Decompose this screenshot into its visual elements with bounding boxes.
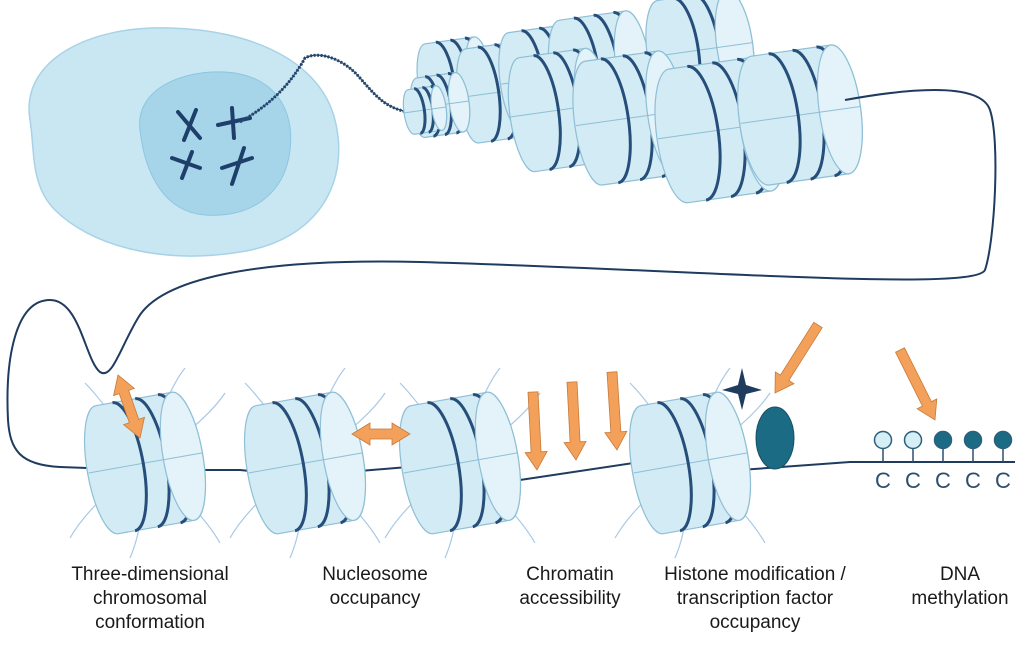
arrow-accessibility-1 xyxy=(524,391,548,471)
label-chromatin-accessibility: Chromatin accessibility xyxy=(519,564,621,609)
cpg-letter: C xyxy=(965,468,981,493)
nucleosome-face-seam xyxy=(323,452,363,461)
cpg-letter: C xyxy=(905,468,921,493)
arrow-accessibility-3 xyxy=(604,371,628,451)
cpg-site: C xyxy=(993,430,1013,493)
compacted-chromatin xyxy=(402,0,863,204)
cpg-letter: C xyxy=(935,468,951,493)
dna-wrap xyxy=(272,401,308,533)
arrow-shape xyxy=(113,374,145,439)
cpg-letter: C xyxy=(995,468,1011,493)
nucleosome xyxy=(398,391,522,535)
dna-wrap xyxy=(477,45,502,143)
label-histone-modification: Histone modification / transcription fac… xyxy=(664,564,846,633)
arrow-shape xyxy=(604,371,628,451)
methyl-filled-circle-icon xyxy=(963,430,983,450)
dna-wrap xyxy=(600,57,632,185)
arrow-dna-methylation xyxy=(894,347,938,421)
arrow-shape xyxy=(351,422,411,446)
nucleosome-face-seam xyxy=(708,452,748,461)
chromosome xyxy=(220,146,254,186)
nucleosome-face-seam xyxy=(163,452,203,461)
nucleosome-face-seam xyxy=(478,452,518,461)
cpg-site: C xyxy=(963,430,983,493)
compact-nucleosome xyxy=(737,44,863,186)
methyl-filled-circle-icon xyxy=(933,430,953,450)
dna-strand xyxy=(6,89,1015,482)
cpg-site: C xyxy=(933,430,953,493)
methyl-open-circle-icon xyxy=(873,430,893,450)
arrow-shape xyxy=(563,381,587,461)
nucleosome-face-seam xyxy=(819,106,861,113)
chromosome xyxy=(170,150,202,180)
four-point-star-icon xyxy=(722,368,762,410)
cpg-letter: C xyxy=(875,468,891,493)
cpg-site: C xyxy=(873,430,893,493)
arrow-nucleosome-occupancy xyxy=(351,422,411,446)
nucleosome-face-seam xyxy=(431,106,447,110)
chromosome xyxy=(176,108,202,142)
nucleosome xyxy=(628,391,752,535)
methyl-open-circle-icon xyxy=(903,430,923,450)
nucleosome-row xyxy=(69,367,771,559)
nucleosome-face-seam xyxy=(449,100,469,105)
annotation-arrows xyxy=(113,321,938,471)
nucleosome xyxy=(243,391,367,535)
nucleus xyxy=(139,71,292,216)
arrow-3d-conformation xyxy=(113,374,145,439)
label-nucleosome-occupancy: Nucleosome occupancy xyxy=(322,564,428,609)
arrow-accessibility-2 xyxy=(563,381,587,461)
arrow-shape xyxy=(774,321,823,394)
methyl-filled-circle-icon xyxy=(993,430,1013,450)
compact-nucleosome xyxy=(402,84,448,135)
chromatin-fiber xyxy=(239,53,409,124)
dna-wrap xyxy=(427,401,463,533)
nucleosome-face-seam xyxy=(716,42,753,49)
arrow-histone-modification xyxy=(774,321,823,394)
arrow-shape xyxy=(894,347,938,421)
dna-wrap xyxy=(112,401,148,533)
nucleosome xyxy=(83,391,207,535)
label-dna-methylation: DNA methylation xyxy=(911,564,1009,609)
cpg-site: C xyxy=(903,430,923,493)
chromosomes xyxy=(170,106,254,186)
label-three-dimensional-conformation: Three-dimensional chromosomal conformati… xyxy=(71,564,229,633)
arrow-shape xyxy=(524,391,548,471)
transcription-factor-ellipse-icon xyxy=(755,406,795,470)
dna-wrap xyxy=(533,54,562,172)
dna-wrap xyxy=(413,87,427,135)
dna-wrap xyxy=(687,64,722,202)
dna-wrap xyxy=(657,401,693,533)
